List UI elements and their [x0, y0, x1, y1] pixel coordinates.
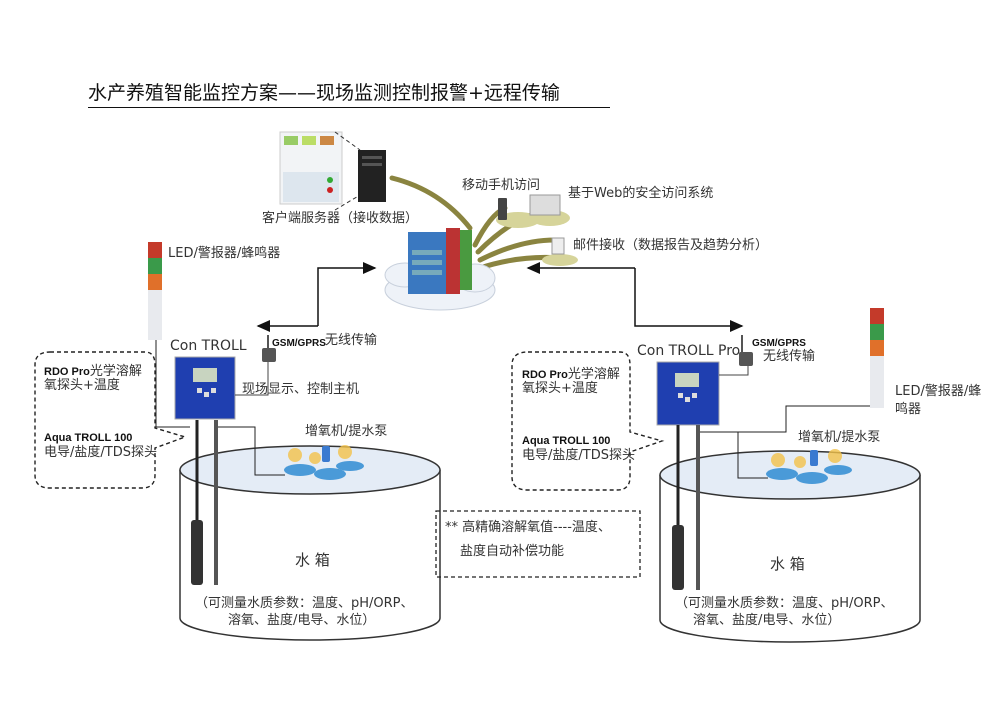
cloud-server-icon: [384, 228, 496, 311]
right-params-line1: （可测量水质参数：温度、pH/ORP、: [675, 596, 894, 611]
wire: [700, 431, 768, 479]
note-line1: ** 高精确溶解氧值----温度、: [445, 520, 611, 535]
right-controller-device: [656, 361, 720, 426]
left-probes: [191, 420, 218, 585]
left-params-line2: 溶氧、盐度/电导、水位）: [228, 613, 376, 628]
left-aerator-label: 增氧机/提水泵: [305, 424, 388, 439]
device-icons: [496, 194, 578, 266]
left-tank-label: 水 箱: [295, 551, 330, 569]
dashboard-screenshot-icon: [279, 131, 343, 205]
right-aqua-troll-label: Aqua TROLL 100: [522, 435, 611, 447]
server-tower-icon: [358, 150, 386, 202]
right-rdo-pro-label: RDO Pro: [522, 369, 568, 381]
wire: [218, 426, 285, 476]
client-server-label: 客户端服务器（接收数据）: [262, 211, 419, 226]
rdo-desc-line2: 氧探头+温度: [44, 378, 120, 393]
link-arrow-left-to-cloud: [317, 262, 377, 326]
right-controller-label: Con TROLL Pro: [637, 343, 741, 359]
right-probes: [672, 425, 700, 590]
right-gsm-antenna-icon: [739, 335, 753, 366]
left-probe-callout: [34, 351, 188, 489]
rdo-desc: 光学溶解: [89, 364, 142, 379]
email-label: 邮件接收（数据报告及趋势分析）: [573, 238, 769, 253]
note-line2: 盐度自动补偿功能: [460, 544, 565, 559]
wire: [719, 366, 749, 376]
web-access-label: 基于Web的安全访问系统: [568, 186, 714, 201]
page-title: 水产养殖智能监控方案——现场监测控制报警+远程传输: [88, 78, 610, 108]
left-host-label: 现场显示、控制主机: [242, 382, 360, 397]
right-rdo-desc-line2: 氧探头+温度: [522, 381, 598, 396]
left-wireless-label: 无线传输: [325, 333, 378, 348]
right-wireless-label: 无线传输: [763, 349, 816, 364]
left-gsm-antenna-icon: [262, 335, 276, 362]
left-gsm-label: GSM/GPRS: [272, 338, 326, 349]
right-alarm-label-1: LED/警报器/蜂: [895, 384, 982, 399]
link-arrow-right-to-controller: [634, 268, 744, 332]
left-alarm-tower-icon: [148, 242, 162, 340]
left-aerator-icon: [284, 445, 364, 480]
rdo-pro-label: RDO Pro: [44, 366, 90, 378]
aqua-troll-desc: 电导/盐度/TDS探头: [44, 445, 157, 460]
right-aqua-troll-desc: 电导/盐度/TDS探头: [522, 448, 635, 463]
right-probe-callout: [511, 351, 665, 491]
wire: [235, 362, 269, 396]
left-controller-label: Con TROLL: [170, 338, 247, 354]
wire: [700, 405, 870, 433]
mobile-access-label: 移动手机访问: [462, 178, 541, 193]
note-box: [435, 510, 641, 578]
right-gsm-label: GSM/GPRS: [752, 338, 806, 349]
right-tank: [659, 450, 921, 643]
right-rdo-desc: 光学溶解: [567, 367, 620, 382]
left-controller-device: [174, 356, 236, 420]
right-aerator-icon: [766, 449, 852, 484]
aqua-troll-label: Aqua TROLL 100: [44, 432, 133, 444]
wire: [155, 340, 190, 428]
left-tank: [179, 445, 441, 641]
right-params-line2: 溶氧、盐度/电导、水位）: [693, 613, 841, 628]
dashed-link: [334, 194, 361, 211]
right-alarm-tower-icon: [870, 308, 884, 408]
left-alarm-label: LED/警报器/蜂鸣器: [168, 246, 281, 261]
right-alarm-label-2: 鸣器: [895, 402, 922, 417]
right-aerator-label: 增氧机/提水泵: [798, 430, 881, 445]
right-tank-label: 水 箱: [770, 555, 805, 573]
left-params-line1: （可测量水质参数：温度、pH/ORP、: [195, 596, 414, 611]
dashed-link: [334, 131, 361, 151]
